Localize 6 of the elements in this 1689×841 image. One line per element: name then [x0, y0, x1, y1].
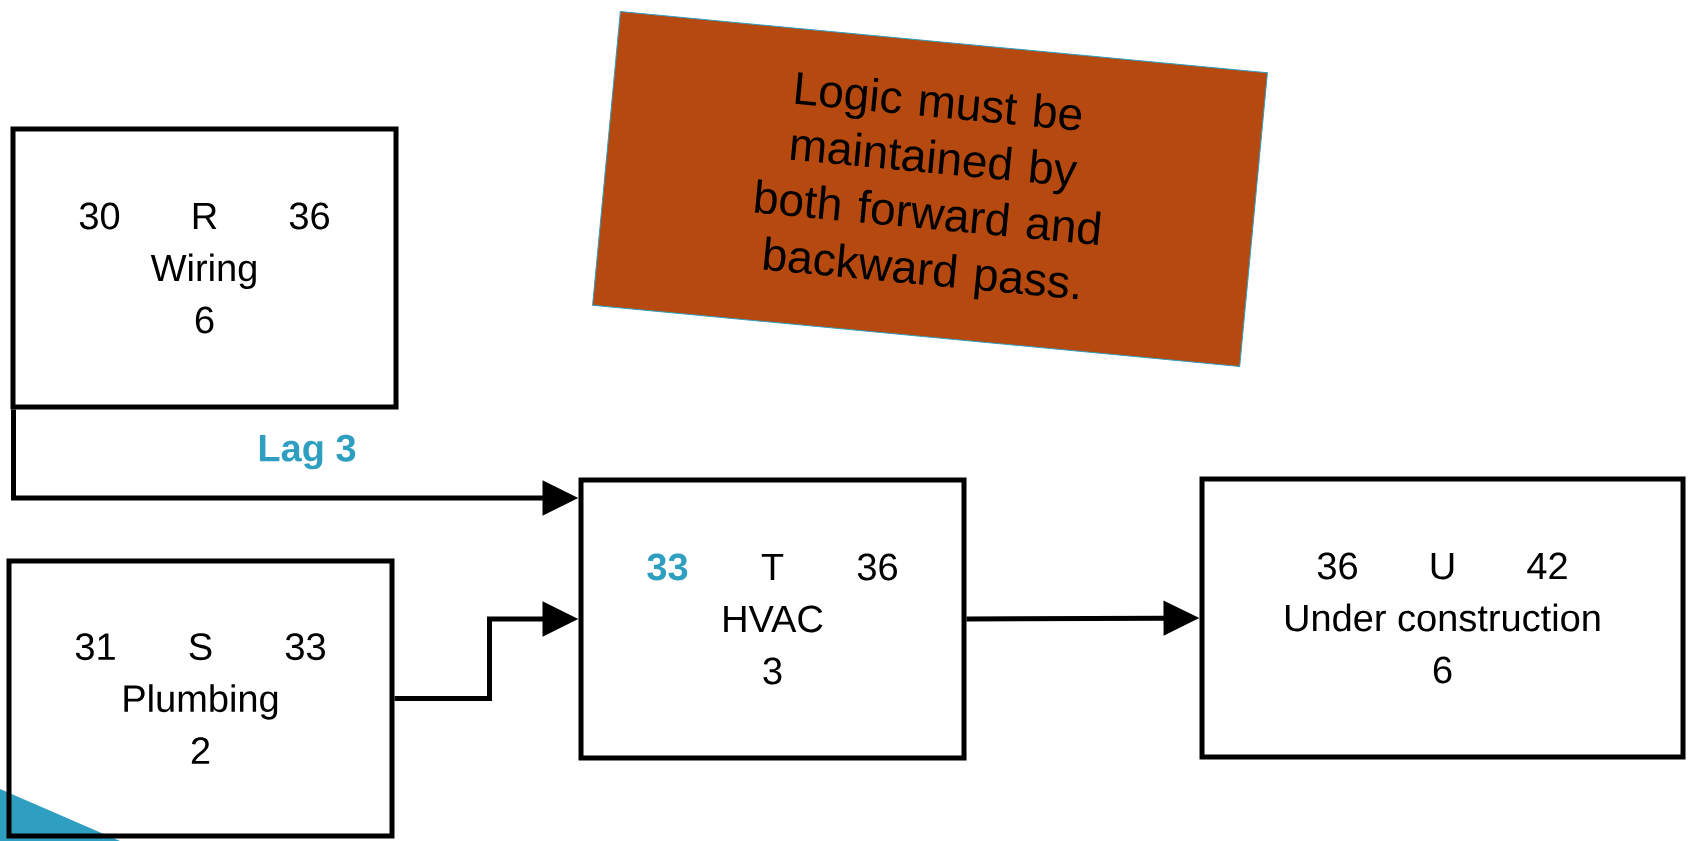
activity-box: 33 T 36 HVAC 3 [578, 477, 967, 761]
activity-box: 30 R 36 Wiring 6 [10, 126, 399, 410]
activity-box: 31 S 33 Plumbing 2 [6, 558, 395, 839]
note-box: Logic must be maintained by both forward and backward pass. [592, 11, 1268, 367]
activity-box: 36 U 42 Under construction 6 [1199, 476, 1686, 760]
edge-label: Lag 3 [259, 434, 356, 470]
